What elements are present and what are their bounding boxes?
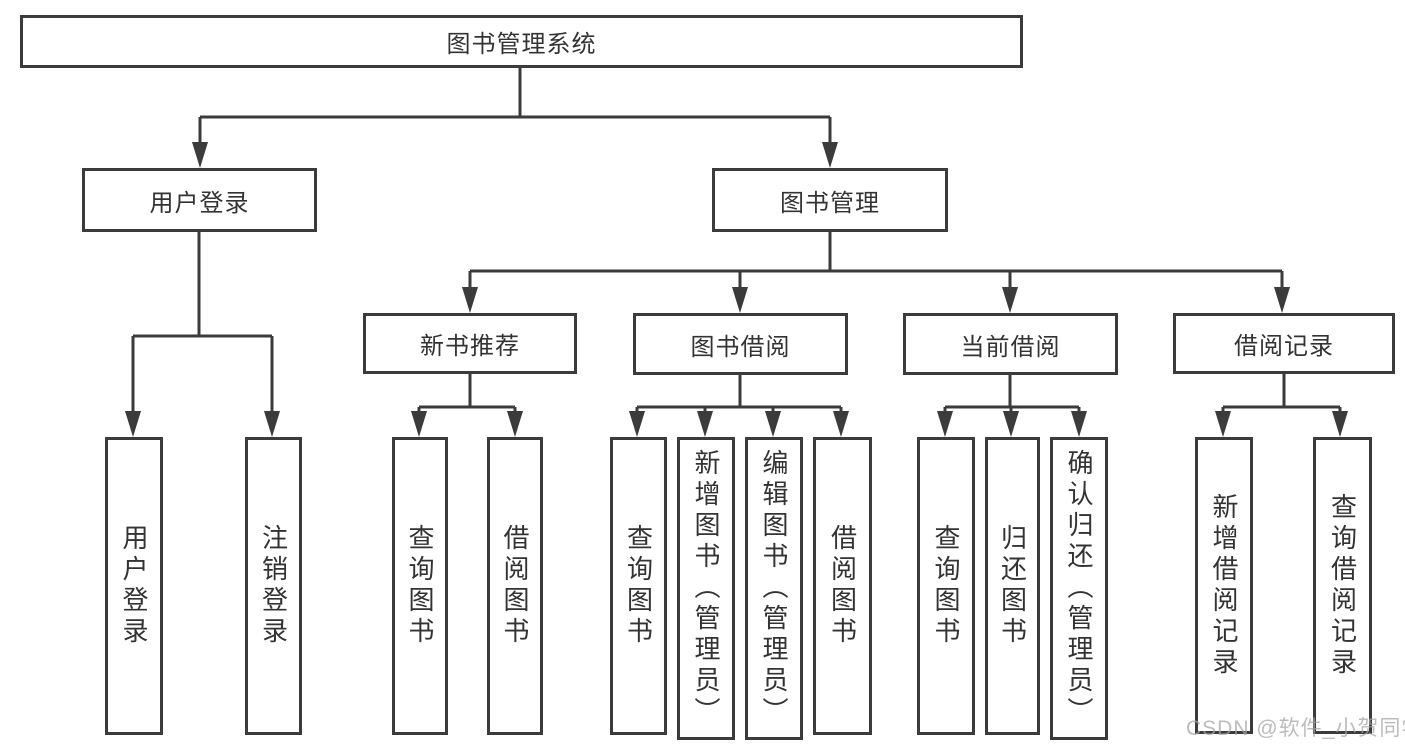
leaf-bb-borrow-book: 借阅图书 <box>813 437 872 735</box>
connectors-root-to-level2 <box>192 68 838 168</box>
leaf-nb-borrow-book: 借阅图书 <box>487 437 543 735</box>
connectors-current-borrow-branch <box>937 375 1087 437</box>
leaf-bb-add-book-admin: 新增图书（管理员） <box>677 437 735 740</box>
connectors-book-management-branch <box>462 232 1290 313</box>
connectors-borrow-records-branch <box>1215 374 1348 437</box>
leaf-cb-return-book: 归还图书 <box>985 437 1040 735</box>
node-borrow-records: 借阅记录 <box>1173 313 1395 374</box>
leaf-br-add-borrow-record: 新增借阅记录 <box>1195 437 1253 734</box>
leaf-logout-login: 注销登录 <box>245 437 302 735</box>
node-book-management: 图书管理 <box>712 168 948 232</box>
leaf-bb-query-book: 查询图书 <box>610 437 667 735</box>
leaf-nb-query-book: 查询图书 <box>392 437 448 735</box>
node-user-login: 用户登录 <box>82 168 317 232</box>
leaf-user-login: 用户登录 <box>105 437 163 735</box>
leaf-br-query-borrow-record: 查询借阅记录 <box>1313 437 1372 734</box>
connectors-user-login-branch <box>125 232 280 437</box>
node-book-borrow: 图书借阅 <box>633 313 848 375</box>
connectors-book-borrow-branch <box>629 375 849 437</box>
node-current-borrow: 当前借阅 <box>903 313 1118 375</box>
node-root-library-system: 图书管理系统 <box>20 15 1023 68</box>
connectors-new-book-branch <box>411 374 523 437</box>
leaf-cb-query-book: 查询图书 <box>917 437 975 735</box>
leaf-bb-edit-book-admin: 编辑图书（管理员） <box>745 437 803 740</box>
node-new-book-recommend: 新书推荐 <box>363 313 577 374</box>
leaf-cb-confirm-return-admin: 确认归还（管理员） <box>1050 437 1108 740</box>
